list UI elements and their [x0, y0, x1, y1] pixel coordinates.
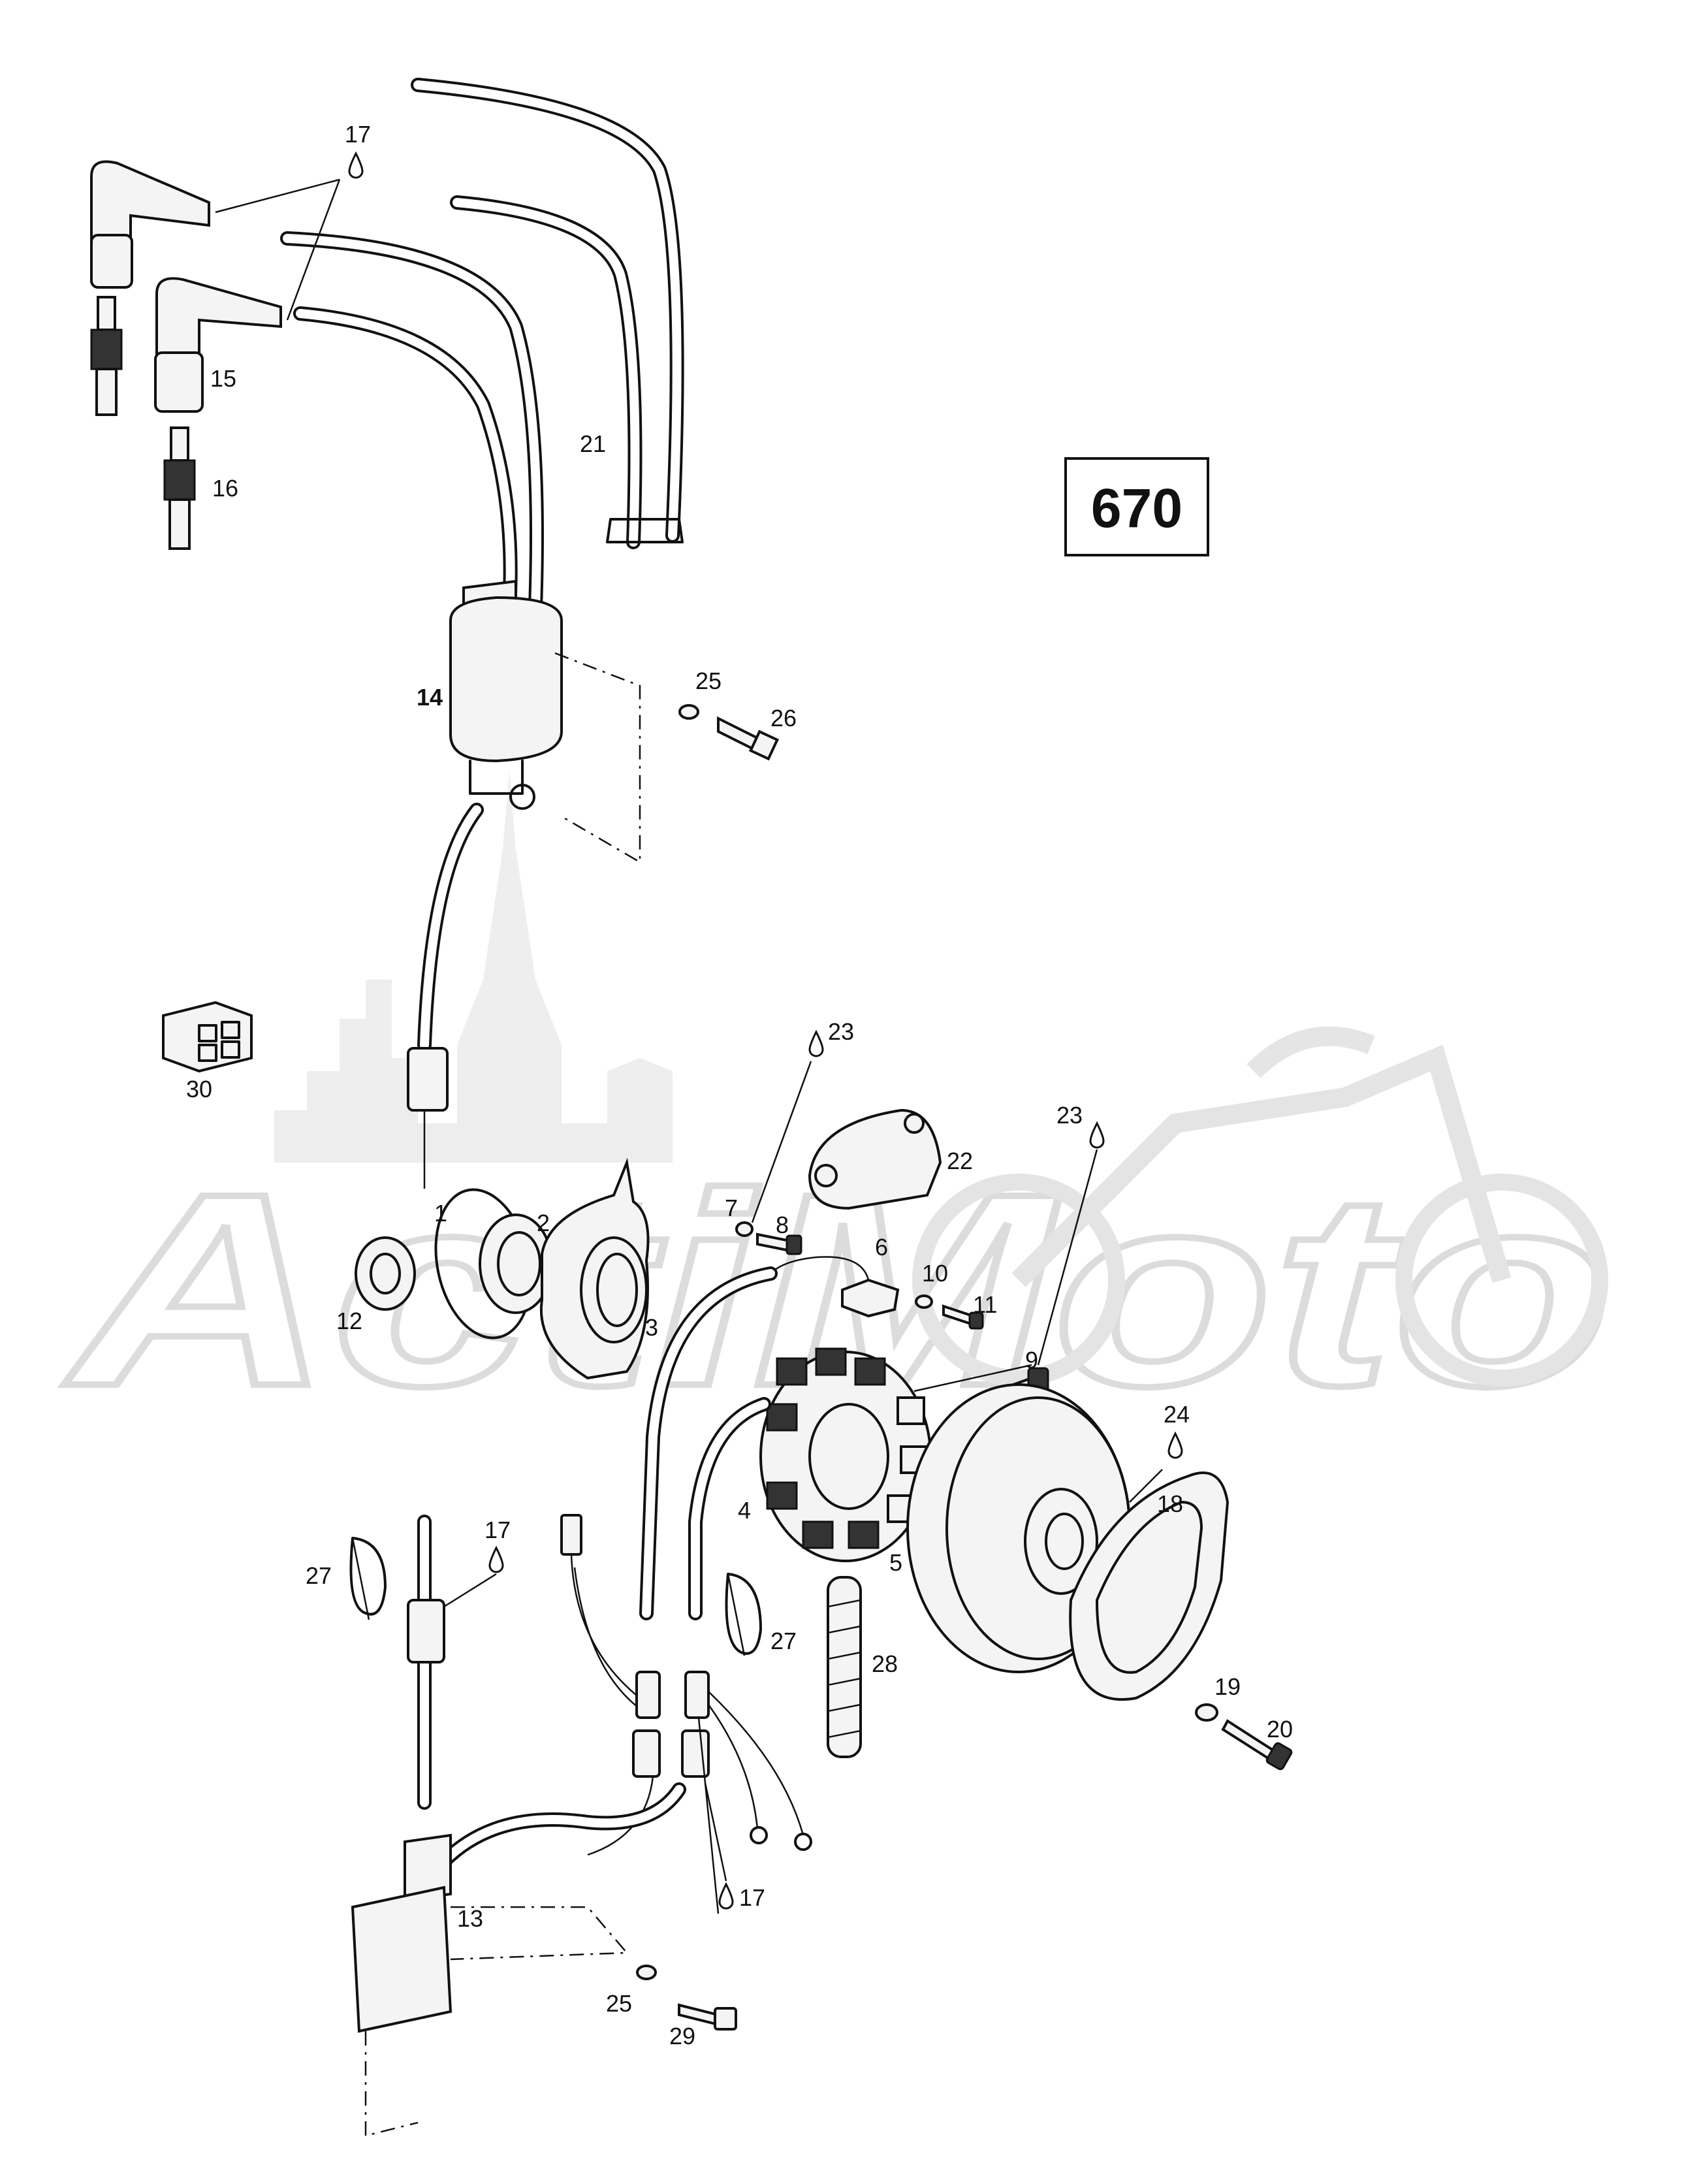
spark-plug-cap-upper — [90, 160, 210, 289]
cable-tie-right — [725, 1573, 762, 1656]
callout-19: 19 — [1214, 1673, 1241, 1700]
callout-28: 28 — [872, 1650, 898, 1677]
callout-17-mid: 17 — [484, 1517, 511, 1543]
washer-10 — [915, 1294, 933, 1309]
ring-gear-18 — [1069, 1471, 1230, 1701]
reference-box-label: 670 — [1091, 477, 1182, 539]
callout-16: 16 — [212, 475, 238, 502]
high-tension-wires — [280, 78, 684, 615]
cover-22 — [808, 1108, 942, 1210]
lubricant-drop-17-bottom — [718, 1882, 734, 1910]
callout-29: 29 — [669, 2023, 695, 2049]
lubricant-drop-23-left — [808, 1029, 824, 1057]
lubricant-drop-23-right — [1089, 1121, 1105, 1149]
callout-23-left: 23 — [828, 1018, 854, 1045]
callout-1: 1 — [434, 1200, 447, 1227]
sleeve-28 — [827, 1576, 862, 1758]
callout-12: 12 — [336, 1308, 362, 1334]
callout-9: 9 — [1025, 1347, 1038, 1373]
callout-27-left: 27 — [306, 1562, 332, 1589]
harness-connectors — [587, 1671, 812, 1914]
callout-23-right: 23 — [1056, 1102, 1083, 1129]
callout-11: 11 — [973, 1291, 997, 1318]
callout-18: 18 — [1157, 1490, 1183, 1517]
watermark-motorcycle — [912, 1026, 1608, 1387]
coil-bolt-26 — [678, 704, 780, 761]
terminal-6 — [770, 1256, 900, 1318]
callout-17-top: 17 — [345, 121, 371, 148]
coil-wire-connector — [407, 1047, 449, 1189]
cdi-module-13 — [351, 1515, 686, 2137]
callout-20: 20 — [1267, 1716, 1293, 1742]
washer-19 — [1195, 1703, 1218, 1722]
callout-27-right: 27 — [770, 1628, 797, 1654]
callout-3: 3 — [645, 1314, 658, 1341]
callout-7: 7 — [725, 1195, 738, 1221]
connector-housing — [162, 1001, 253, 1073]
reference-box: 670 — [1064, 457, 1209, 556]
cdi-bolt-29 — [636, 1965, 737, 2031]
seal-2 — [479, 1213, 553, 1314]
callout-17-bottom: 17 — [739, 1884, 765, 1911]
callout-30: 30 — [186, 1076, 212, 1102]
callout-6: 6 — [875, 1234, 888, 1261]
callout-5: 5 — [889, 1549, 902, 1576]
stator-4 — [759, 1347, 932, 1562]
seal-12 — [355, 1236, 416, 1311]
spark-plug-upper — [90, 296, 123, 416]
lubricant-drop-17-mid — [488, 1545, 504, 1573]
callout-10: 10 — [922, 1260, 948, 1287]
watermark: ActiMoto — [57, 771, 1616, 1447]
screw-11 — [942, 1304, 984, 1330]
harness-connector-small — [560, 1514, 644, 1712]
lubricant-drop-17-top — [348, 151, 364, 179]
callout-25-bottom: 25 — [606, 1990, 632, 2017]
callout-4: 4 — [738, 1497, 751, 1524]
spark-plug-lower — [163, 426, 196, 550]
callout-22: 22 — [947, 1148, 973, 1174]
callout-14: 14 — [417, 684, 443, 711]
housing-3 — [539, 1157, 650, 1380]
watermark-castle-silhouette — [274, 771, 673, 1163]
cable-tie-left — [349, 1537, 387, 1620]
callout-8: 8 — [776, 1212, 789, 1238]
lubricant-drop-24 — [1167, 1431, 1183, 1459]
callout-13: 13 — [457, 1905, 483, 1932]
callout-2: 2 — [537, 1210, 550, 1236]
screw-20 — [1221, 1719, 1293, 1771]
callout-15: 15 — [210, 365, 236, 392]
ignition-coil — [417, 579, 641, 1052]
callout-25-top: 25 — [695, 667, 722, 694]
callout-26: 26 — [770, 705, 797, 731]
screw-8 — [735, 1221, 802, 1255]
spark-plug-cap-lower — [154, 277, 282, 413]
callout-24: 24 — [1164, 1401, 1190, 1428]
callout-21: 21 — [580, 430, 606, 457]
